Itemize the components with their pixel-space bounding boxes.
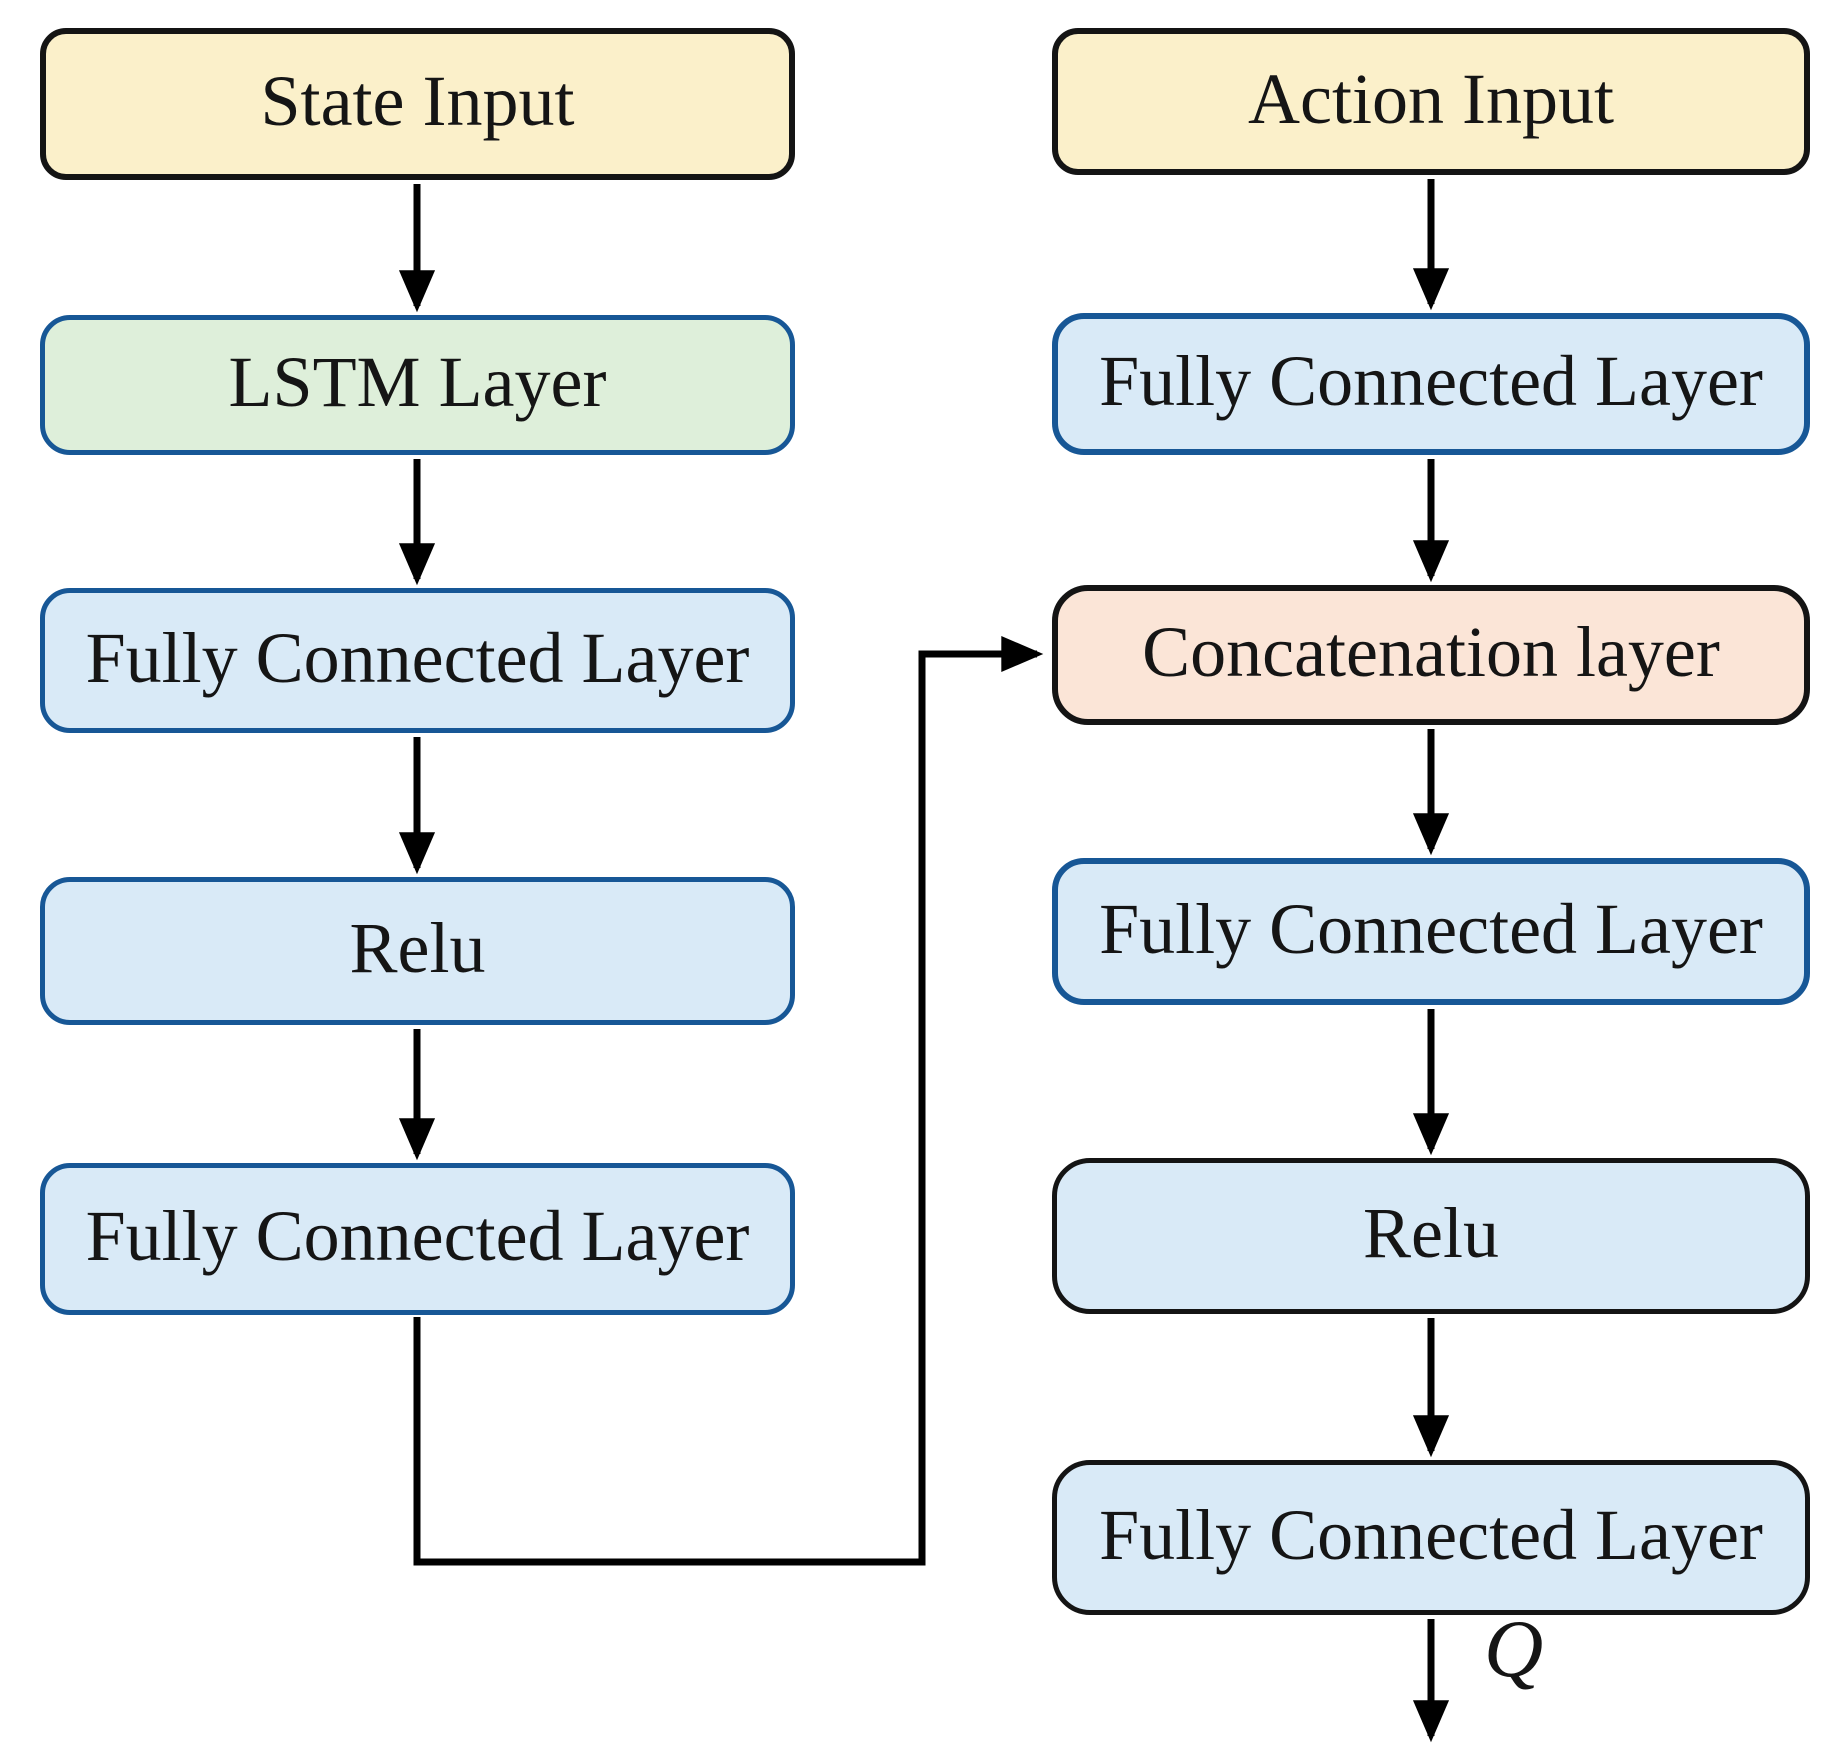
node-label: LSTM Layer xyxy=(228,342,607,422)
node-label: Fully Connected Layer xyxy=(1099,1494,1763,1575)
node-relu-right: Relu xyxy=(1052,1158,1810,1314)
node-fully-connected-2-left: Fully Connected Layer xyxy=(40,1163,795,1315)
node-label: Fully Connected Layer xyxy=(1099,341,1763,421)
node-relu-left: Relu xyxy=(40,877,795,1025)
node-label: Fully Connected Layer xyxy=(1099,888,1763,969)
node-state-input: State Input xyxy=(40,28,795,180)
skip-connector-fc-to-concatenation xyxy=(413,635,1044,1566)
node-fully-connected-3-right: Fully Connected Layer xyxy=(1052,1460,1810,1615)
node-label: State Input xyxy=(260,61,575,141)
node-label: Action Input xyxy=(1248,58,1614,139)
node-action-input: Action Input xyxy=(1052,28,1810,175)
node-concatenation-layer: Concatenation layer xyxy=(1052,585,1810,725)
node-label: Fully Connected Layer xyxy=(85,617,750,698)
node-label: Concatenation layer xyxy=(1142,612,1720,692)
node-fully-connected-1-right: Fully Connected Layer xyxy=(1052,313,1810,455)
node-lstm-layer: LSTM Layer xyxy=(40,315,795,455)
node-label: Relu xyxy=(349,908,486,988)
node-label: Relu xyxy=(1363,1193,1499,1273)
q-output-label: Q xyxy=(1484,1603,1544,1694)
node-label: Fully Connected Layer xyxy=(85,1196,750,1276)
node-fully-connected-1-left: Fully Connected Layer xyxy=(40,588,795,733)
node-fully-connected-2-right: Fully Connected Layer xyxy=(1052,858,1810,1005)
